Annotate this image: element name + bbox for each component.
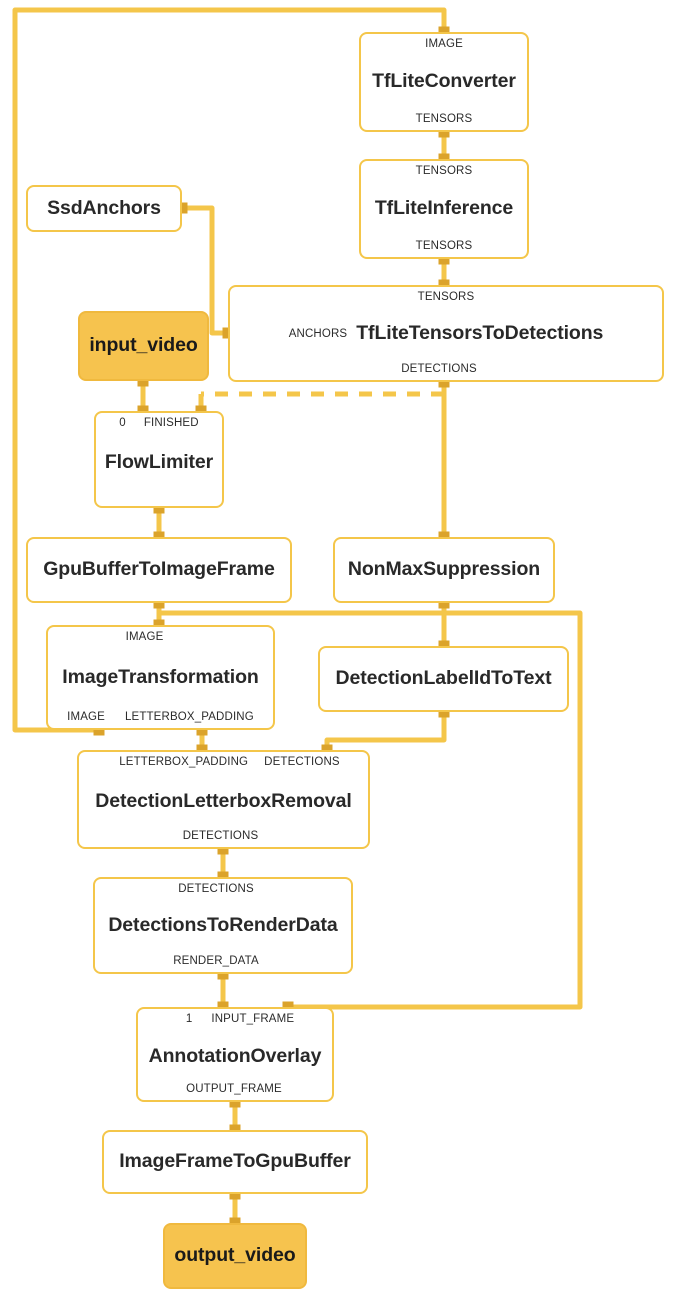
ports-out-tensors-to-detections: DETECTIONS	[230, 362, 662, 376]
port-nonmaxsuppression-out	[438, 597, 450, 609]
node-output-video[interactable]: output_video	[163, 1223, 307, 1289]
port-label-detections: DETECTIONS	[182, 829, 259, 842]
port-imagetransformation-letterboxpadding-out	[196, 724, 208, 736]
ports-out-annotation-overlay: OUTPUT_FRAME	[138, 1082, 332, 1096]
port-label-letterbox-padding: LETTERBOX_PADDING	[124, 710, 254, 723]
node-annotation-overlay[interactable]: 1 INPUT_FRAME AnnotationOverlay OUTPUT_F…	[136, 1007, 334, 1102]
port-label-image: IMAGE	[67, 710, 105, 723]
port-label-render-data: RENDER_DATA	[173, 954, 259, 967]
node-tflite-converter[interactable]: IMAGE TfLiteConverter TENSORS	[359, 32, 529, 132]
node-tflite-inference[interactable]: TENSORS TfLiteInference TENSORS	[359, 159, 529, 259]
ports-in-detection-letterbox-removal: LETTERBOX_PADDING DETECTIONS	[85, 756, 374, 769]
ports-in-tflite-converter: IMAGE	[361, 38, 527, 51]
node-label-gpu-buffer-to-image-frame: GpuBufferToImageFrame	[43, 558, 275, 581]
node-label-output-video: output_video	[174, 1244, 296, 1267]
node-detection-label-id-to-text[interactable]: DetectionLabelIdToText	[318, 646, 569, 712]
port-gpubuffertoimageframe-out	[153, 597, 165, 609]
node-label-detection-label-id-to-text: DetectionLabelIdToText	[335, 667, 552, 690]
port-flowlimiter-out	[153, 502, 165, 514]
node-label-flow-limiter: FlowLimiter	[104, 450, 214, 473]
port-label-tensors: TENSORS	[417, 291, 475, 303]
edge-gpubuffer-to-annotationoverlay	[159, 610, 583, 1010]
node-tflite-tensors-to-detections[interactable]: TENSORS ANCHORS TfLiteTensorsToDetection…	[228, 285, 664, 382]
node-detections-to-render-data[interactable]: DETECTIONS DetectionsToRenderData RENDER…	[93, 877, 353, 974]
port-imageframetogpubuffer-out	[229, 1188, 241, 1200]
edge-inputvideo-to-tfliteconverter	[12, 7, 447, 733]
edge-labelidtotext-to-letterboxremoval	[324, 712, 447, 750]
ports-in-tflite-inference: TENSORS	[361, 165, 527, 178]
port-label-image: IMAGE	[125, 631, 164, 643]
node-label-image-transformation: ImageTransformation	[62, 665, 259, 688]
ports-out-detection-letterbox-removal: DETECTIONS	[79, 829, 368, 843]
port-label-input-frame: INPUT_FRAME	[211, 1013, 295, 1025]
port-label-finished: FINISHED	[143, 417, 199, 429]
ports-in-detections-to-render-data: DETECTIONS	[95, 883, 351, 896]
port-label-zero: 0	[119, 417, 126, 429]
ports-out-tflite-converter: TENSORS	[361, 112, 527, 126]
node-gpu-buffer-to-image-frame[interactable]: GpuBufferToImageFrame	[26, 537, 292, 603]
ports-in-annotation-overlay: 1 INPUT_FRAME	[143, 1013, 337, 1026]
node-image-transformation[interactable]: IMAGE ImageTransformation IMAGE LETTERBO…	[46, 625, 275, 730]
port-label-tensors: TENSORS	[415, 239, 473, 252]
node-label-input-video: input_video	[89, 334, 198, 357]
node-label-image-frame-to-gpu-buffer: ImageFrameToGpuBuffer	[119, 1150, 351, 1173]
port-label-letterbox-padding: LETTERBOX_PADDING	[119, 756, 249, 768]
node-label-detection-letterbox-removal: DetectionLetterboxRemoval	[95, 790, 352, 813]
port-label-tensors: TENSORS	[415, 112, 473, 125]
ports-in-flow-limiter: 0 FINISHED	[96, 417, 222, 430]
port-ssdanchors-out	[176, 202, 188, 214]
port-inputvideo-out	[137, 375, 149, 387]
node-image-frame-to-gpu-buffer[interactable]: ImageFrameToGpuBuffer	[102, 1130, 368, 1194]
port-detectionlabelidtotext-out	[438, 706, 450, 718]
port-label-one: 1	[185, 1013, 193, 1025]
port-label-anchors: ANCHORS	[288, 327, 348, 340]
ports-out-tflite-inference: TENSORS	[361, 239, 527, 253]
node-label-tflite-converter: TfLiteConverter	[372, 70, 516, 93]
port-label-output-frame: OUTPUT_FRAME	[186, 1082, 282, 1095]
port-annotationoverlay-outputframe-out	[229, 1096, 241, 1108]
node-ssd-anchors[interactable]: SsdAnchors	[26, 185, 182, 232]
node-flow-limiter[interactable]: 0 FINISHED FlowLimiter	[94, 411, 224, 508]
node-non-max-suppression[interactable]: NonMaxSuppression	[333, 537, 555, 603]
port-tfliteconverter-tensors-out	[438, 126, 450, 138]
edge-ssdanchors-to-tensorstodetections	[182, 205, 228, 336]
port-torenderdata-renderdata-out	[217, 968, 229, 980]
node-detection-letterbox-removal[interactable]: LETTERBOX_PADDING DETECTIONS DetectionLe…	[77, 750, 370, 849]
ports-out-detections-to-render-data: RENDER_DATA	[95, 954, 351, 968]
port-label-image: IMAGE	[425, 38, 463, 50]
port-imagetransformation-image-out	[93, 724, 105, 736]
port-label-tensors: TENSORS	[415, 165, 473, 177]
port-tensorstodetections-detections-out	[438, 376, 450, 388]
port-letterboxremoval-detections-out	[217, 843, 229, 855]
node-input-video[interactable]: input_video	[78, 311, 209, 381]
port-label-detections: DETECTIONS	[264, 756, 340, 768]
node-label-non-max-suppression: NonMaxSuppression	[347, 558, 541, 581]
node-label-tensors-to-detections: TfLiteTensorsToDetections	[356, 321, 604, 344]
node-label-detections-to-render-data: DetectionsToRenderData	[108, 913, 338, 936]
ports-in-image-transformation: IMAGE	[48, 631, 273, 644]
port-tfliteinference-tensors-out	[438, 253, 450, 265]
node-label-ssd-anchors: SsdAnchors	[47, 196, 161, 219]
port-label-detections: DETECTIONS	[178, 883, 254, 895]
node-label-annotation-overlay: AnnotationOverlay	[148, 1044, 322, 1067]
port-label-detections: DETECTIONS	[401, 362, 477, 375]
ports-out-image-transformation: IMAGE LETTERBOX_PADDING	[35, 710, 286, 724]
node-label-tflite-inference: TfLiteInference	[374, 197, 514, 220]
